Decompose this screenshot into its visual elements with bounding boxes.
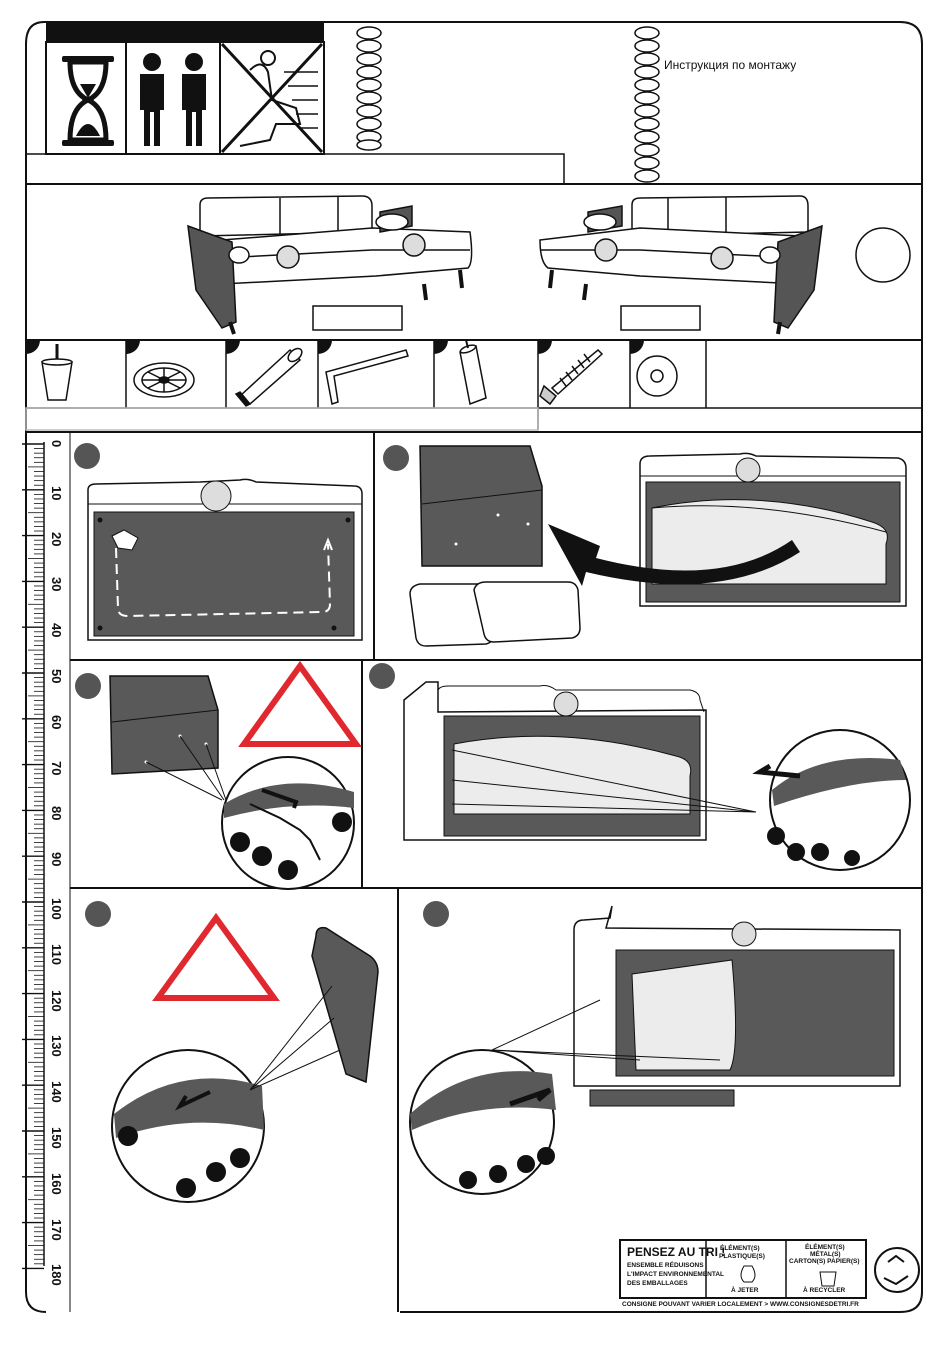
language-label-russian: Инструкция по монтажу: [664, 58, 797, 72]
recycle-title-3: CARTON(S) PAPIER(S): [789, 1258, 860, 1265]
ruler-label: 30: [49, 577, 64, 592]
ruler-label: 100: [49, 898, 64, 920]
ruler-label: 40: [49, 623, 64, 638]
sofa-right-label-box: [620, 305, 701, 331]
ruler-label: 20: [49, 531, 64, 547]
warning-triangle-icon-2: [152, 912, 280, 1001]
measurement-ruler: [22, 443, 44, 1270]
reference-circle: [855, 227, 911, 283]
ruler-label: 160: [49, 1172, 64, 1195]
ruler-label: 110: [49, 943, 64, 965]
recycling-subline-2: L'IMPACT ENVIRONNEMENTAL: [627, 1271, 724, 1278]
language-oval-list-left: [356, 26, 382, 151]
ruler-label: 70: [49, 760, 64, 776]
triman-recycle-icon: [874, 1247, 920, 1293]
language-oval-list-right: [634, 26, 660, 183]
ruler-label: 140: [49, 1081, 64, 1103]
ruler-label: 60: [49, 714, 64, 730]
step-3-illustration: [75, 660, 362, 890]
ruler-label: 150: [49, 1127, 64, 1149]
warning-triangle-icon: [238, 660, 362, 747]
plastic-action: À JETER: [731, 1287, 759, 1294]
glide-disc-icon: [133, 362, 195, 398]
ruler-label: 130: [49, 1035, 64, 1058]
step-1-illustration: [74, 443, 363, 641]
header-pictograms: [25, 22, 565, 185]
step-2-illustration: [383, 445, 907, 647]
parts-list: [25, 339, 922, 431]
ruler-label: 50: [49, 669, 64, 684]
sofa-left-label-box: [312, 305, 403, 331]
cylinder-dowel-icon: [459, 339, 487, 406]
allen-key-icon: [325, 349, 409, 405]
hourglass-icon: [62, 56, 114, 146]
recycling-info-panel: [619, 1239, 920, 1299]
recycling-subline-1: ENSEMBLE RÉDUISONS: [627, 1262, 704, 1269]
recycling-headline: PENSEZ AU TRI !: [627, 1245, 726, 1259]
no-single-person-icon: [220, 42, 324, 154]
plastic-title-2: PLASTIQUE(S): [719, 1253, 765, 1260]
ruler-label: 0: [49, 440, 64, 448]
ruler-label: 180: [49, 1264, 64, 1287]
recycling-subline-3: DES EMBALLAGES: [627, 1280, 688, 1287]
step-5-illustration: [85, 901, 379, 1203]
recycle-title-1: ÉLÉMENT(S): [805, 1244, 845, 1251]
sofa-leg-icon: [41, 344, 73, 401]
washer-icon: [636, 355, 678, 397]
recycle-action: À RECYCLER: [803, 1287, 846, 1294]
plastic-title-1: ÉLÉMENT(S): [720, 1245, 760, 1252]
ruler-label: 80: [49, 806, 64, 821]
ruler-label: 90: [49, 852, 64, 867]
bolt-icon: [539, 348, 604, 406]
sofa-right-corner-illustration: [539, 195, 823, 335]
sofa-left-corner-illustration: [187, 195, 473, 335]
recycle-title-2: MÉTAL(S): [810, 1251, 841, 1258]
ruler-label: 10: [49, 485, 64, 501]
connector-tube-icon: [234, 347, 303, 407]
recycling-footer: CONSIGNE POUVANT VARIER LOCALEMENT > WWW…: [622, 1301, 859, 1308]
two-persons-icon: [140, 53, 206, 146]
step-4-illustration: [369, 663, 911, 871]
ruler-label: 120: [49, 989, 64, 1012]
ruler-label: 170: [49, 1218, 64, 1241]
step-6-illustration: [409, 901, 901, 1195]
